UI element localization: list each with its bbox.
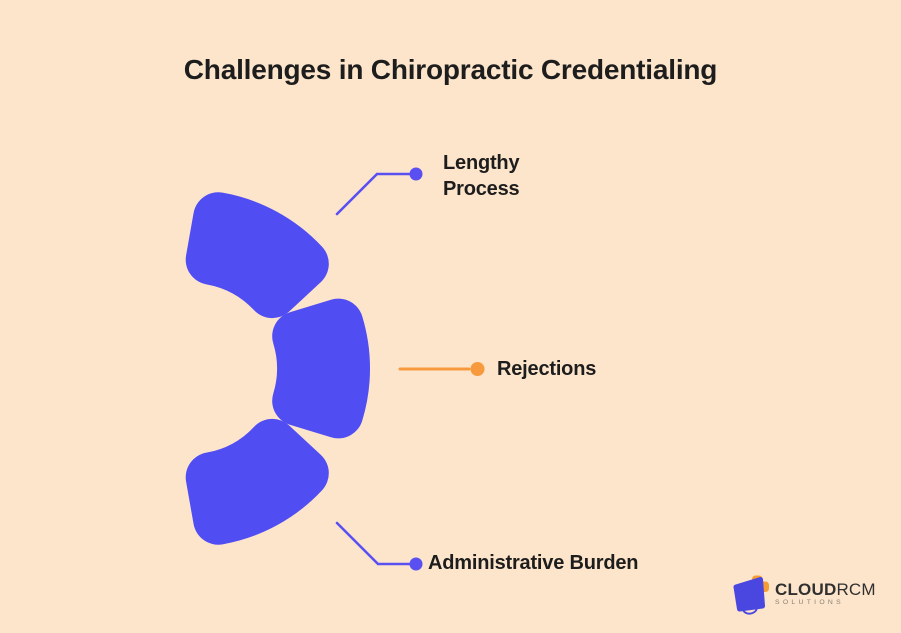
logo-subtitle: SOLUTIONS (775, 599, 844, 606)
logo-brand-name: CLOUDRCM (775, 581, 876, 598)
connector-line-administrative-burden (335, 521, 411, 566)
callout-dot-lengthy-process (409, 167, 423, 181)
connector-line-lengthy-process (335, 172, 411, 216)
logo-brand-cloud: CLOUD (775, 580, 837, 599)
callout-dot-administrative-burden (409, 557, 423, 571)
callout-connectors (335, 167, 485, 571)
callout-label-rejections: Rejections (497, 358, 597, 380)
callout-label-administrative-burden: Administrative Burden (428, 552, 639, 574)
cloudrcm-logo-text: CLOUDRCM SOLUTIONS (775, 575, 876, 607)
stethoscope-icon (736, 597, 758, 615)
donut-chart (185, 192, 370, 545)
donut-segment-bottom (185, 418, 329, 545)
cloudrcm-logo-icon (733, 575, 769, 615)
logo-brand-rcm: RCM (836, 580, 876, 599)
callout-dot-rejections (470, 362, 485, 376)
cloudrcm-logo: CLOUDRCM SOLUTIONS (733, 575, 876, 617)
donut-segment-middle (272, 298, 370, 439)
page-title: Challenges in Chiropractic Credentialing (183, 54, 718, 85)
callout-label-lengthy-process: Lengthy Process (443, 152, 520, 200)
donut-segment-top (185, 192, 329, 319)
